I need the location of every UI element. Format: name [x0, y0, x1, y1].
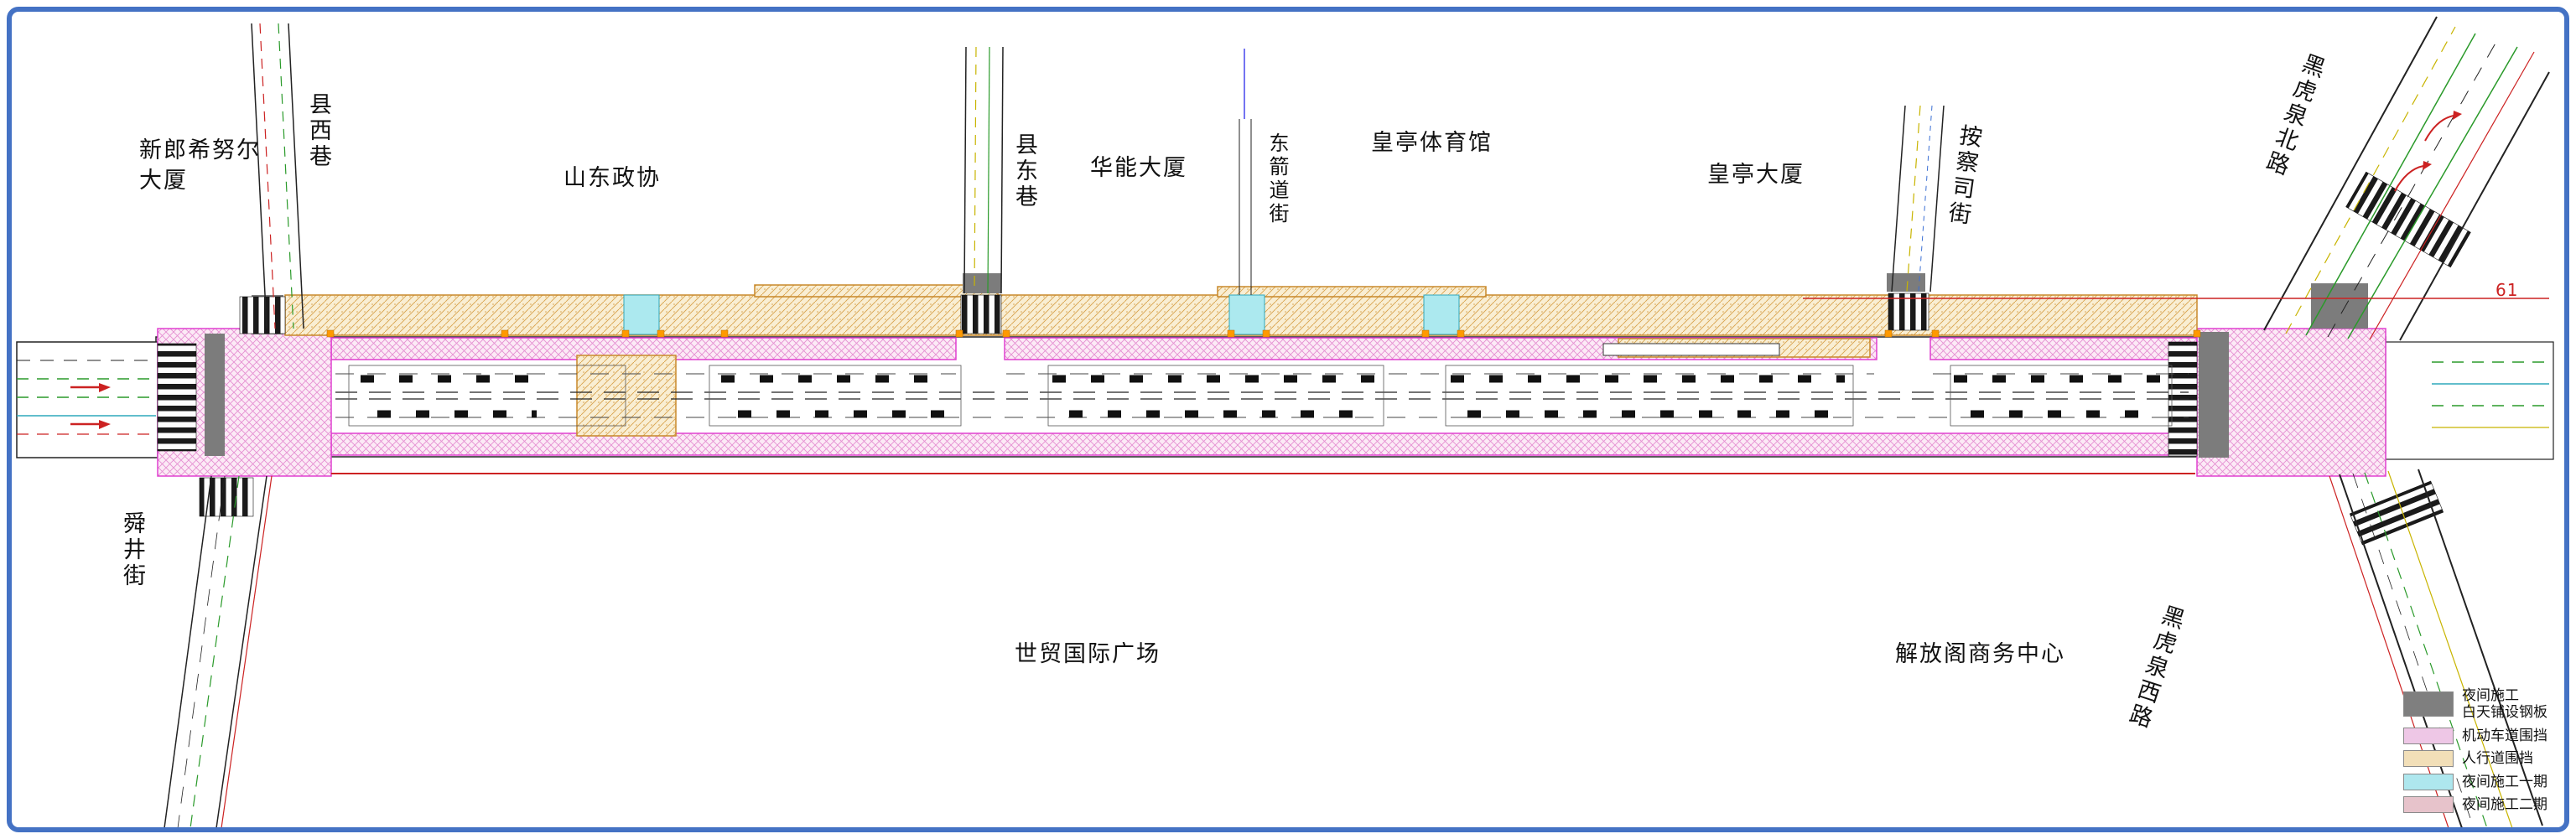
legend-swatch-night-phase1 — [2403, 773, 2454, 790]
legend-item-night-phase2: 夜间施工二期 — [2403, 795, 2547, 814]
label-xianxixiang: 县西巷 — [305, 92, 331, 170]
legend-item-steel-plate: 夜间施工 白天铺设钢板 — [2403, 687, 2547, 722]
label-xiandongxiang: 县东巷 — [1011, 132, 1037, 210]
legend-item-sidewalk-barrier: 人行道围挡 — [2403, 750, 2547, 768]
legend-swatch-sidewalk-barrier — [2403, 750, 2454, 768]
label-shunjing-jie: 舜井街 — [119, 511, 145, 589]
barrier-node-markers — [326, 329, 2201, 338]
legend-label-steel-plate: 夜间施工 白天铺设钢板 — [2462, 687, 2547, 722]
label-shimao-plaza: 世贸国际广场 — [1015, 641, 1161, 667]
label-dongjiandao-jie: 东箭道街 — [1265, 132, 1289, 226]
night-phase1-areas — [623, 294, 1460, 335]
label-huangting-tiyuguan: 皇亭体育馆 — [1371, 130, 1493, 156]
lane-markings — [335, 343, 2189, 427]
label-xinlang-line2: 大厦 — [139, 168, 188, 194]
road-heihuquan-west — [2329, 469, 2543, 829]
street-xianxixiang — [251, 23, 304, 329]
label-huaneng-dasha: 华能大厦 — [1090, 155, 1187, 181]
label-jiefangge-center: 解放阁商务中心 — [1895, 641, 2065, 667]
street-anchasi — [1891, 105, 1945, 293]
legend-label-night-phase2: 夜间施工二期 — [2462, 795, 2547, 813]
ref-number: 61 — [2496, 280, 2519, 300]
label-xinlang-building: 新郎希努尔 大厦 — [139, 136, 261, 197]
legend-swatch-steel-plate — [2403, 691, 2454, 717]
east-approach-markings — [2432, 361, 2549, 428]
legend-item-night-phase1: 夜间施工一期 — [2403, 774, 2547, 790]
legend-label-sidewalk-barrier: 人行道围挡 — [2462, 750, 2533, 768]
legend-swatch-night-phase2 — [2403, 796, 2454, 814]
legend-swatch-motor-lane-barrier — [2403, 727, 2454, 744]
west-approach-markings — [17, 360, 156, 435]
street-shunjingjie — [164, 475, 273, 829]
road-heihuquan-north — [2263, 16, 2550, 341]
street-dongjiandao — [1239, 49, 1252, 295]
label-huangting-dasha: 皇亭大厦 — [1707, 162, 1805, 188]
work-zone-boundaries — [331, 298, 2549, 474]
legend-label-motor-lane-barrier: 机动车道围挡 — [2462, 727, 2547, 744]
label-xinlang-line1: 新郎希努尔 — [139, 137, 261, 163]
legend-item-motor-lane-barrier: 机动车道围挡 — [2403, 728, 2547, 744]
legend: 夜间施工 白天铺设钢板 机动车道围挡 人行道围挡 夜间施工一期 夜间施工二期 — [2403, 687, 2547, 819]
street-xiandongxiang — [963, 46, 1004, 294]
label-shandong-zhengxie: 山东政协 — [564, 165, 661, 191]
legend-label-night-phase1: 夜间施工一期 — [2462, 773, 2547, 790]
